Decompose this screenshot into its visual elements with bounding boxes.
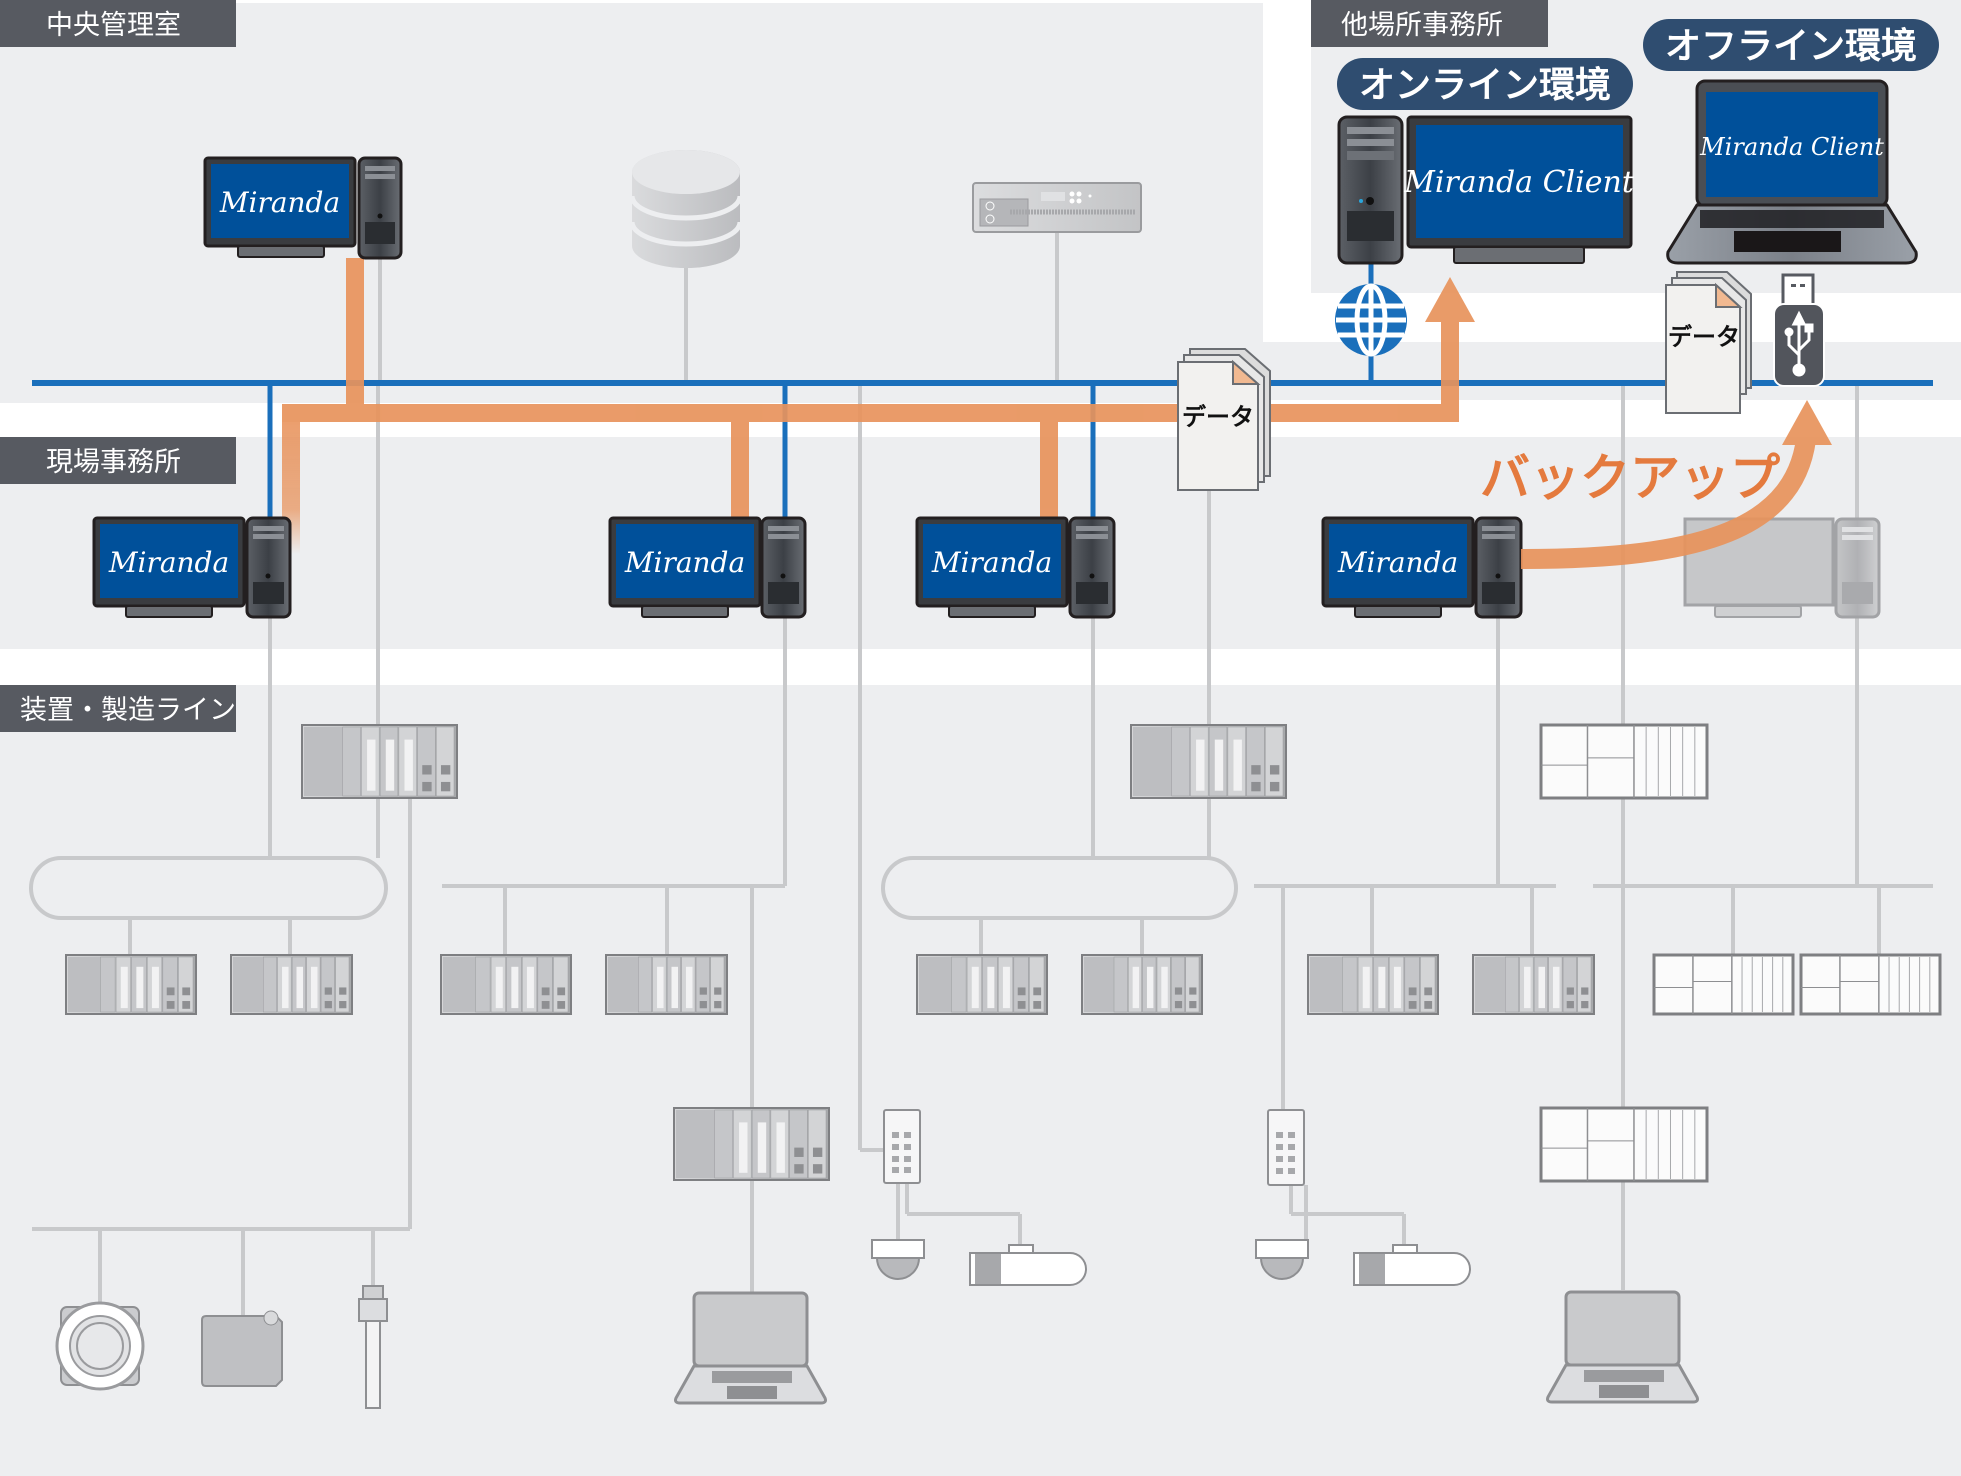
offline-client-screen-text: Miranda Client bbox=[1699, 133, 1884, 161]
white-plc-2 bbox=[1539, 1106, 1709, 1183]
backup-label: バックアップ bbox=[1480, 449, 1780, 507]
offline-miranda-laptop: Miranda Client bbox=[1666, 79, 1918, 265]
online-environment-pill: オンライン環境 bbox=[1337, 58, 1633, 110]
central-pc-screen-text: Miranda bbox=[219, 186, 340, 219]
usb-drive-icon bbox=[1773, 273, 1825, 387]
backup-arrow: バックアップ bbox=[1480, 400, 1832, 569]
zone-label-central: 中央管理室 bbox=[0, 0, 236, 47]
plc-unit bbox=[440, 954, 572, 1015]
plc-unit bbox=[1472, 954, 1595, 1015]
network-switch-1 bbox=[883, 1109, 921, 1184]
zone-label-remote-office-text: 他場所事務所 bbox=[1341, 10, 1503, 41]
white-plc-1 bbox=[1539, 723, 1709, 800]
database-icon bbox=[629, 150, 743, 268]
zone-label-site-office-text: 現場事務所 bbox=[46, 447, 181, 478]
site-pc-1-screen-text: Miranda bbox=[108, 546, 229, 579]
plc-unit bbox=[673, 1107, 830, 1181]
online-client-screen-text: Miranda Client bbox=[1403, 165, 1635, 200]
site-miranda-pc-2: Miranda bbox=[608, 516, 807, 619]
zone-label-factory-line: 装置・製造ライン bbox=[0, 685, 236, 732]
online-environment-label: オンライン環境 bbox=[1359, 65, 1611, 106]
offline-environment-label: オフライン環境 bbox=[1665, 26, 1917, 67]
engineering-laptop-1 bbox=[674, 1291, 827, 1405]
plc-unit bbox=[1081, 954, 1203, 1015]
plc-controller-2 bbox=[1130, 724, 1287, 799]
displacement-sensor-icon bbox=[358, 1285, 388, 1409]
white-plc-3 bbox=[1652, 953, 1795, 1016]
data-flow-arrowhead bbox=[1425, 277, 1475, 322]
proximity-sensor-icon bbox=[55, 1301, 145, 1391]
data-flow-path bbox=[282, 258, 1475, 554]
field-wiring bbox=[29, 232, 1933, 1318]
tower-icon bbox=[1337, 115, 1404, 265]
plc-unit bbox=[1307, 954, 1439, 1015]
site-pc-2-screen-text: Miranda bbox=[624, 546, 745, 579]
zone-label-remote-office: 他場所事務所 bbox=[1311, 0, 1548, 47]
plc-controller-1 bbox=[301, 724, 458, 799]
plc-unit bbox=[65, 954, 197, 1015]
site-pc-4-screen-text: Miranda bbox=[1337, 546, 1458, 579]
rack-server-icon bbox=[972, 182, 1142, 233]
plc-unit bbox=[230, 954, 353, 1015]
site-pc-3-screen-text: Miranda bbox=[931, 546, 1052, 579]
barcode-reader-1 bbox=[969, 1244, 1087, 1286]
offline-environment-pill: オフライン環境 bbox=[1643, 19, 1939, 71]
globe-icon bbox=[1335, 283, 1407, 357]
network-data-label: データ bbox=[1182, 403, 1254, 431]
site-miranda-pc-4: Miranda bbox=[1321, 516, 1523, 619]
plc-unit bbox=[605, 954, 728, 1015]
dome-camera-2 bbox=[1255, 1239, 1309, 1280]
network-switch-2 bbox=[1267, 1109, 1305, 1186]
inactive-pc bbox=[1683, 517, 1881, 619]
site-miranda-pc-3: Miranda bbox=[915, 516, 1116, 619]
zone-label-central-text: 中央管理室 bbox=[46, 10, 181, 41]
dome-camera-1 bbox=[871, 1239, 925, 1280]
photoelectric-sensor-icon bbox=[201, 1310, 283, 1387]
offline-data-document-icon: データ bbox=[1665, 271, 1752, 414]
network-data-document-icon: データ bbox=[1177, 348, 1271, 491]
offline-data-label: データ bbox=[1668, 323, 1740, 351]
barcode-reader-2 bbox=[1353, 1244, 1471, 1286]
central-miranda-pc: Miranda bbox=[203, 156, 403, 260]
engineering-laptop-2 bbox=[1546, 1290, 1699, 1404]
white-plc-4 bbox=[1799, 953, 1942, 1016]
zone-label-factory-line-text: 装置・製造ライン bbox=[20, 695, 236, 726]
plc-units bbox=[65, 723, 1942, 1183]
zone-label-site-office: 現場事務所 bbox=[0, 437, 236, 484]
site-miranda-pc-1: Miranda bbox=[92, 516, 292, 619]
plc-unit bbox=[916, 954, 1048, 1015]
online-miranda-client: Miranda Client bbox=[1337, 115, 1635, 265]
